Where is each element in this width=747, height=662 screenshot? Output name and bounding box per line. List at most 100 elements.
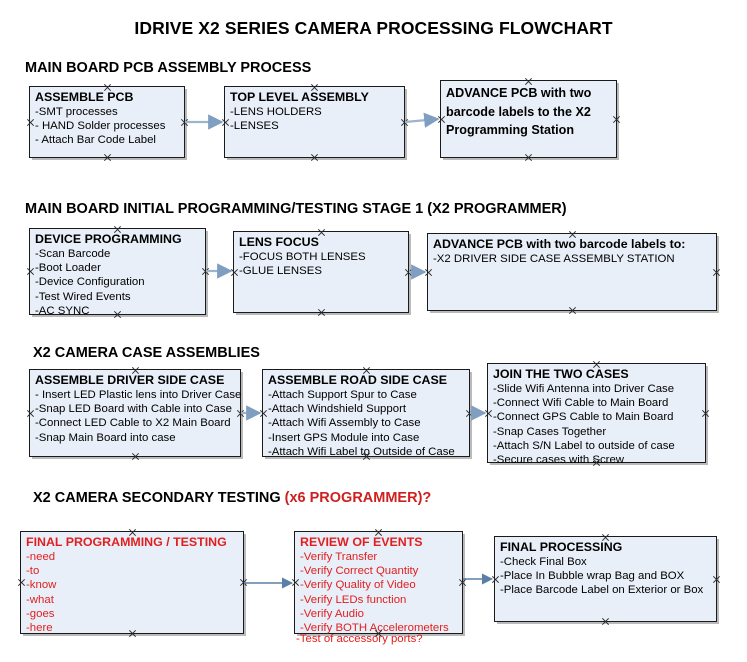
node-top-level-assembly[interactable]: TOP LEVEL ASSEMBLY -LENS HOLDERS -LENSES [224, 86, 405, 158]
node-line: -Snap Cases Together [493, 425, 607, 438]
node-final-programming-testing[interactable]: FINAL PROGRAMMING / TESTING -need -to -k… [20, 531, 244, 634]
node-title: DEVICE PROGRAMMING [35, 232, 182, 246]
node-line: -Place In Bubble wrap Bag and BOX [500, 570, 685, 583]
node-title: FINAL PROCESSING [500, 540, 623, 554]
node-handle-right[interactable] [239, 578, 248, 587]
node-handle-bottom[interactable] [131, 452, 140, 461]
node-line: -X2 DRIVER SIDE CASE ASSEMBLY STATION [433, 253, 675, 265]
node-handle-right[interactable] [458, 578, 467, 587]
node-line: -Attach S/N Label to outside of case [493, 439, 675, 452]
node-line: -Snap LED Board with Cable into Case [35, 403, 232, 416]
node-line: -Slide Wifi Antenna into Driver Case [493, 383, 675, 395]
node-handle-right[interactable] [612, 115, 621, 124]
node-review-of-events[interactable]: REVIEW OF EVENTS -Verify Transfer -Verif… [294, 531, 463, 634]
node-line: -FOCUS BOTH LENSES [239, 251, 366, 263]
section-header-text: MAIN BOARD PCB ASSEMBLY PROCESS [25, 60, 312, 76]
node-line: -Connect Wifi Cable to Main Board [493, 397, 669, 410]
node-line: -Snap Main Board into case [35, 431, 176, 444]
node-assemble-road-side-case[interactable]: ASSEMBLE ROAD SIDE CASE -Attach Support … [259, 369, 470, 458]
node-handle-bottom[interactable] [310, 153, 319, 162]
node-line: -Verify Audio [300, 607, 364, 620]
node-handle-right[interactable] [180, 118, 189, 127]
node-join-the-two-cases[interactable]: JOIN THE TWO CASES -Slide Wifi Antenna i… [484, 363, 706, 466]
node-title: ADVANCE PCB with two barcode labels to: [433, 237, 686, 251]
node-line: -goes [26, 607, 55, 620]
node-line: -need [26, 551, 56, 563]
node-line: -Attach Support Spur to Case [268, 389, 417, 401]
node-lens-focus[interactable]: LENS FOCUS -FOCUS BOTH LENSES -GLUE LENS… [233, 231, 409, 313]
node-line: -LENSES [230, 120, 279, 133]
node-title: TOP LEVEL ASSEMBLY [230, 90, 369, 104]
node-title: JOIN THE TWO CASES [493, 367, 629, 381]
node-line: -LENS HOLDERS [230, 106, 322, 118]
node-assemble-pcb[interactable]: ASSEMBLE PCB -SMT processes - HAND Solde… [29, 86, 185, 158]
node-handle-left[interactable] [230, 268, 239, 277]
node-handle-left[interactable] [424, 268, 433, 277]
node-handle-bottom[interactable] [103, 153, 112, 162]
node-handle-right[interactable] [400, 118, 409, 127]
node-advance-pcb-to-x2-programming-station[interactable]: ADVANCE PCB with two barcode labels to t… [440, 80, 617, 158]
node-line: -here [26, 622, 53, 635]
node-handle-left[interactable] [26, 409, 35, 418]
node-handle-left[interactable] [437, 115, 446, 124]
section-header-main-board-initial-programming: MAIN BOARD INITIAL PROGRAMMING/TESTING S… [25, 201, 567, 217]
node-line: -GLUE LENSES [239, 265, 322, 278]
section-header-accent: (x6 PROGRAMMER)? [284, 490, 432, 506]
node-title: LENS FOCUS [239, 235, 319, 249]
node-line: -Scan Barcode [35, 248, 111, 260]
node-handle-bottom[interactable] [524, 153, 533, 162]
node-line: -Boot Loader [35, 262, 101, 275]
node-assemble-driver-side-case[interactable]: ASSEMBLE DRIVER SIDE CASE - Insert LED P… [29, 369, 241, 457]
node-handle-right[interactable] [404, 268, 413, 277]
node-line: -Verify Correct Quantity [300, 565, 419, 578]
node-line: -SMT processes [35, 106, 118, 118]
node-line: -Connect LED Cable to X2 Main Board [35, 417, 231, 430]
node-line: -know [26, 579, 57, 592]
node-handle-left[interactable] [17, 578, 26, 587]
node-handle-right[interactable] [201, 267, 210, 276]
node-handle-right[interactable] [701, 409, 710, 418]
node-line: - HAND Solder processes [35, 120, 166, 133]
node-title: ASSEMBLE DRIVER SIDE CASE [35, 373, 225, 387]
node-line: -what [26, 593, 54, 606]
node-handle-bottom[interactable] [601, 617, 610, 626]
section-header-text: MAIN BOARD INITIAL PROGRAMMING/TESTING S… [25, 201, 567, 217]
node-line: - Attach Bar Code Label [35, 134, 156, 147]
node-handle-left[interactable] [26, 267, 35, 276]
connector-top-level-assembly-to-advance-pcb [404, 112, 440, 128]
node-line: -Check Final Box [500, 556, 587, 568]
node-line: -Attach Wifi Assembly to Case [268, 417, 421, 430]
node-handle-left[interactable] [291, 578, 300, 587]
node-line: -Connect GPS Cable to Main Board [493, 411, 674, 424]
node-line: -Verify Quality of Video [300, 579, 416, 592]
node-handle-left[interactable] [259, 409, 268, 418]
node-handle-left[interactable] [484, 409, 493, 418]
node-handle-right[interactable] [712, 575, 721, 584]
node-line: -Secure cases with Screw [493, 454, 625, 467]
node-line: -Test Wired Events [35, 290, 131, 303]
node-device-programming[interactable]: DEVICE PROGRAMMING -Scan Barcode -Boot L… [26, 228, 206, 317]
node-handle-left[interactable] [221, 118, 230, 127]
node-line: -Insert GPS Module into Case [268, 431, 420, 444]
node-handle-left[interactable] [26, 118, 35, 127]
node-line: -Verify Transfer [300, 551, 378, 563]
node-line: -to [26, 565, 40, 578]
node-title: ASSEMBLE PCB [35, 90, 134, 104]
node-handle-right[interactable] [465, 409, 474, 418]
node-line: -Verify BOTH Accelerometers [300, 622, 449, 635]
node-line: -Place Barcode Label on Exterior or Box [500, 584, 704, 597]
node-line: -Verify LEDs function [300, 593, 407, 606]
node-final-processing[interactable]: FINAL PROCESSING -Check Final Box -Place… [494, 536, 717, 622]
node-handle-right[interactable] [712, 268, 721, 277]
node-handle-bottom[interactable] [568, 306, 577, 315]
section-header-text: X2 CAMERA SECONDARY TESTING [33, 490, 285, 506]
node-line: -Attach Wifi Label to Outside of Case [268, 445, 455, 458]
page-title: IDRIVE X2 SERIES CAMERA PROCESSING FLOWC… [134, 18, 613, 38]
node-title: FINAL PROGRAMMING / TESTING [26, 535, 227, 549]
node-title: ASSEMBLE ROAD SIDE CASE [268, 373, 447, 387]
node-advance-pcb-to-driver-side-case-station[interactable]: ADVANCE PCB with two barcode labels to: … [427, 233, 717, 311]
node-handle-right[interactable] [236, 409, 245, 418]
node-handle-left[interactable] [491, 575, 500, 584]
node-handle-bottom[interactable] [317, 308, 326, 317]
